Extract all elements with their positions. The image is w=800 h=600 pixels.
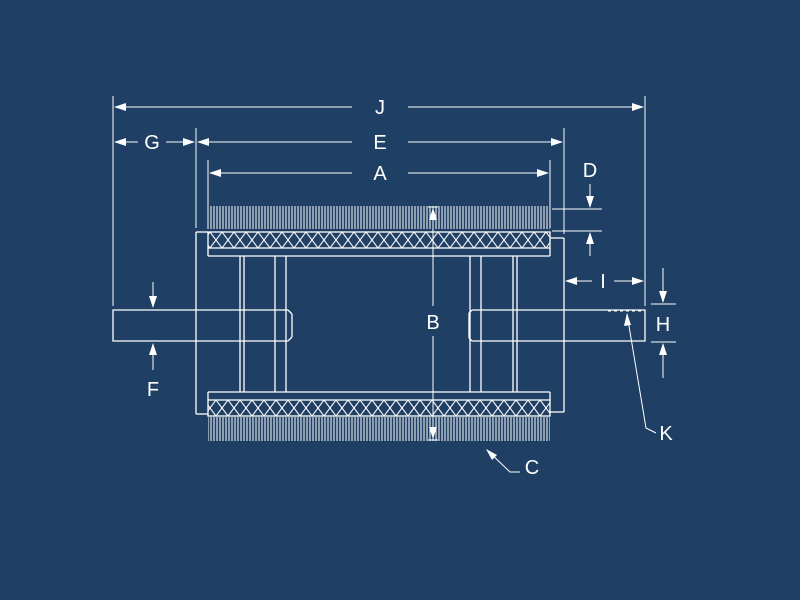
label-f: F — [147, 379, 159, 401]
extension-lines — [112, 96, 676, 343]
label-d: D — [583, 160, 597, 182]
label-b: B — [426, 312, 439, 334]
left-hub — [239, 256, 287, 392]
label-j: J — [375, 97, 385, 119]
dimension-g: G — [114, 132, 195, 154]
label-e: E — [373, 132, 386, 154]
label-i: I — [600, 271, 606, 293]
leader-k: K — [624, 313, 673, 445]
dimension-b: B — [423, 206, 443, 441]
leader-c: C — [486, 449, 539, 479]
label-a: A — [373, 163, 387, 185]
top-cover-band — [207, 231, 551, 257]
bottom-bristles — [208, 417, 550, 441]
left-shaft — [112, 309, 293, 342]
top-bristles — [206, 206, 550, 229]
dimension-i: I — [565, 271, 644, 293]
dimension-h: H — [656, 268, 670, 378]
dimension-f: F — [147, 282, 159, 401]
label-c: C — [525, 457, 539, 479]
right-hub — [469, 256, 518, 392]
dimension-d: D — [583, 160, 597, 256]
bottom-cover-band — [207, 391, 551, 417]
dimension-j: J — [114, 97, 644, 119]
label-h: H — [656, 314, 670, 336]
right-shaft — [468, 309, 646, 342]
label-k: K — [659, 423, 673, 445]
label-g: G — [144, 132, 160, 154]
core-frame — [195, 231, 565, 415]
dimension-a: A — [209, 163, 549, 185]
dimension-e: E — [197, 132, 563, 154]
